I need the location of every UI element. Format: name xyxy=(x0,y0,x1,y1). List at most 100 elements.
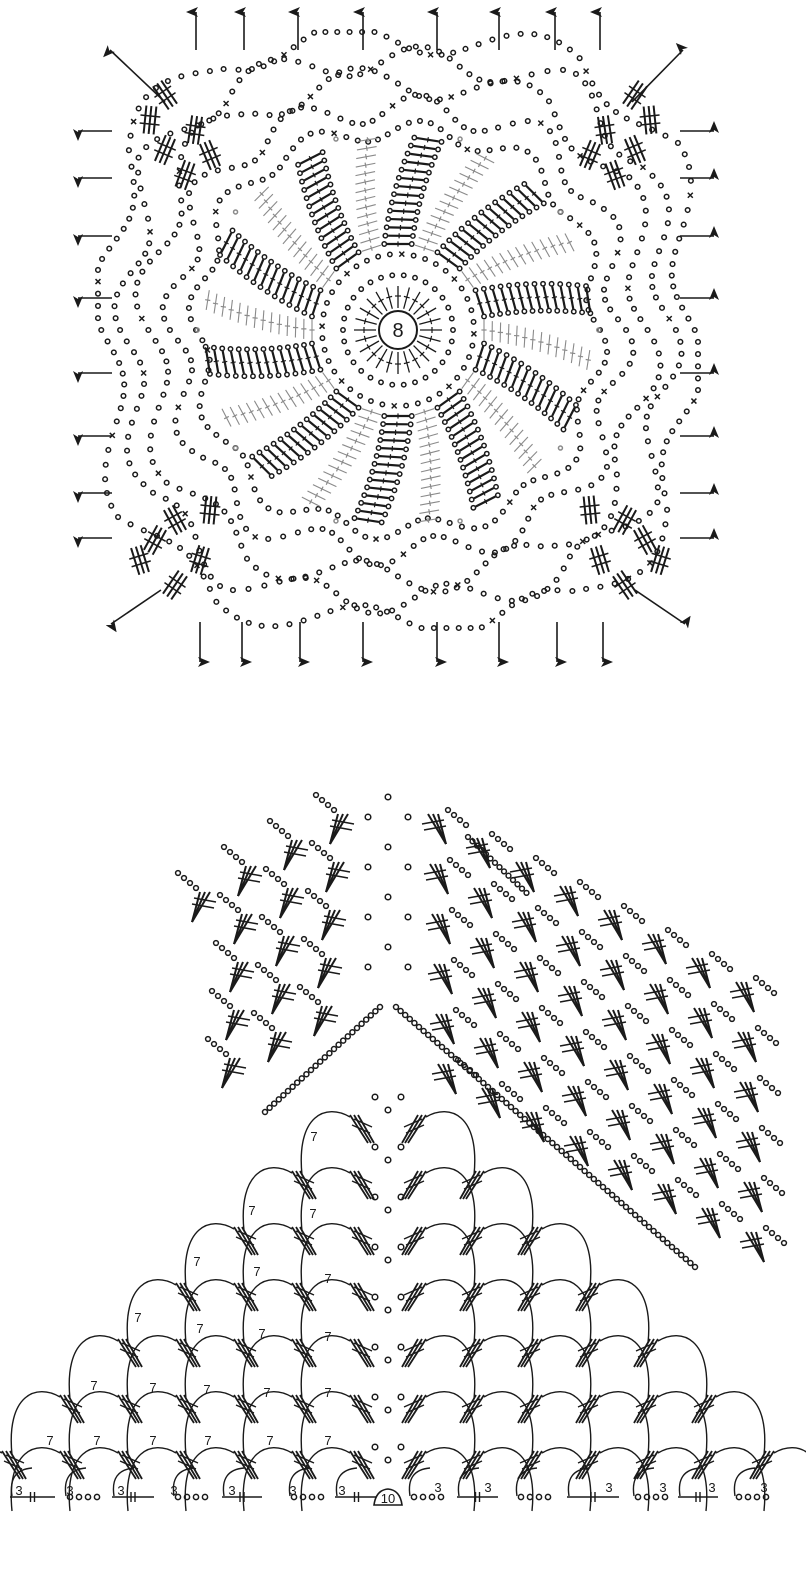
chain-stitch xyxy=(641,1219,648,1227)
chain-stitch xyxy=(583,283,589,290)
treble-spoke xyxy=(413,345,430,362)
treble-cluster-stitch xyxy=(241,1394,259,1424)
dc-crossbar xyxy=(365,154,368,160)
chain-stitch xyxy=(174,337,182,344)
single-crochet xyxy=(307,93,314,100)
chain-stitch xyxy=(728,1160,736,1168)
chain-stitch xyxy=(464,833,472,841)
chain-stitch xyxy=(248,66,255,73)
chain-stitch xyxy=(685,315,692,322)
chain-stitch xyxy=(600,205,607,212)
chain-stitch xyxy=(186,552,193,559)
chain-stitch xyxy=(295,58,302,65)
cluster-bar xyxy=(63,1398,83,1408)
dc-crossbar xyxy=(446,397,451,403)
treble-cluster-stitch xyxy=(233,913,243,945)
chain-stitch xyxy=(192,1493,200,1501)
chain-stitch xyxy=(438,138,445,145)
treble-crossbar xyxy=(579,504,600,508)
treble-cluster-stitch xyxy=(659,983,669,1015)
chain-stitch xyxy=(551,111,558,118)
cluster-bar xyxy=(351,1292,371,1302)
treble-stitch xyxy=(194,546,206,574)
chain-stitch xyxy=(553,385,560,392)
treble-stitch xyxy=(621,509,637,536)
spoke-tick xyxy=(378,357,384,362)
treble-cluster-stitch xyxy=(125,1450,143,1480)
treble-spoke xyxy=(355,317,377,325)
chain-stitch xyxy=(616,224,623,231)
single-crochet xyxy=(372,536,380,543)
cluster-bar xyxy=(293,1236,313,1246)
dc-crossbar xyxy=(366,137,369,143)
chain-stitch xyxy=(216,891,224,899)
chain-stitch xyxy=(672,981,680,989)
treble-stitch xyxy=(170,575,188,600)
chain-stitch xyxy=(220,997,228,1005)
chain-stitch xyxy=(378,379,384,386)
chain-stitch xyxy=(464,403,471,410)
treble-cluster-stitch xyxy=(349,1170,369,1200)
cluster-bar xyxy=(477,1099,501,1105)
single-crochet xyxy=(94,278,102,285)
chain-stitch xyxy=(272,623,279,630)
treble-cluster-stitch xyxy=(571,935,581,967)
chain-stitch xyxy=(428,1493,436,1501)
cluster-bar xyxy=(521,1292,541,1302)
cluster-bar xyxy=(561,1091,585,1097)
dc-crossbar xyxy=(364,170,367,177)
chain-stitch xyxy=(232,853,240,861)
chain-stitch xyxy=(501,381,508,388)
treble-cluster-stitch xyxy=(291,1338,311,1368)
chain-stitch xyxy=(383,224,390,231)
chain-stitch xyxy=(597,583,604,590)
chain-stitch xyxy=(289,1083,296,1091)
chain-stitch xyxy=(548,415,554,422)
treble-stitch xyxy=(152,106,158,135)
chain-stitch xyxy=(412,217,419,223)
chain-stitch xyxy=(346,73,353,80)
chain-stitch xyxy=(397,1293,405,1301)
chain-stitch xyxy=(500,985,508,993)
chain-stitch xyxy=(636,1157,644,1165)
chain-stitch xyxy=(243,525,250,532)
chain-stitch xyxy=(587,275,595,282)
chain-stitch xyxy=(716,1150,724,1158)
treble-cluster-stitch xyxy=(465,1170,485,1200)
chain-stitch xyxy=(120,392,127,399)
chain-stitch xyxy=(482,523,489,530)
chain-stitch xyxy=(586,983,594,991)
chain-stitch xyxy=(576,431,583,438)
chain-stitch xyxy=(489,36,496,43)
chain-stitch xyxy=(489,284,496,291)
chain-stitch xyxy=(572,70,580,77)
chain-stitch xyxy=(308,993,316,1001)
chain-stitch xyxy=(397,1243,405,1251)
dc-crossbar xyxy=(256,267,262,272)
treble-cluster-stitch xyxy=(299,1394,317,1424)
dc-crossbar xyxy=(423,409,426,415)
chain-stitch xyxy=(270,1100,278,1107)
chain-stitch xyxy=(180,874,188,882)
chain-stitch xyxy=(626,360,633,367)
chain-stitch xyxy=(358,286,365,293)
chain-stitch xyxy=(458,866,466,874)
dc-crossbar xyxy=(541,393,547,398)
chain-stitch xyxy=(684,991,692,999)
chain-stitch xyxy=(655,374,662,381)
chain-stitch xyxy=(687,177,694,184)
chain-stitch xyxy=(149,489,157,496)
chain-stitch xyxy=(403,402,410,409)
chain-stitch xyxy=(508,602,516,609)
dc-crossbar xyxy=(427,441,431,448)
treble-crossbar xyxy=(595,131,616,137)
chain-stitch xyxy=(488,830,496,838)
chain-stitch xyxy=(506,845,514,853)
chain-stitch xyxy=(198,414,205,421)
treble-crossbar xyxy=(143,538,163,549)
chain-stitch xyxy=(319,525,326,533)
treble-cluster-stitch xyxy=(437,813,447,845)
treble-cluster-stitch xyxy=(407,1450,427,1480)
chain-stitch xyxy=(403,446,409,453)
chain-stitch xyxy=(515,390,522,397)
